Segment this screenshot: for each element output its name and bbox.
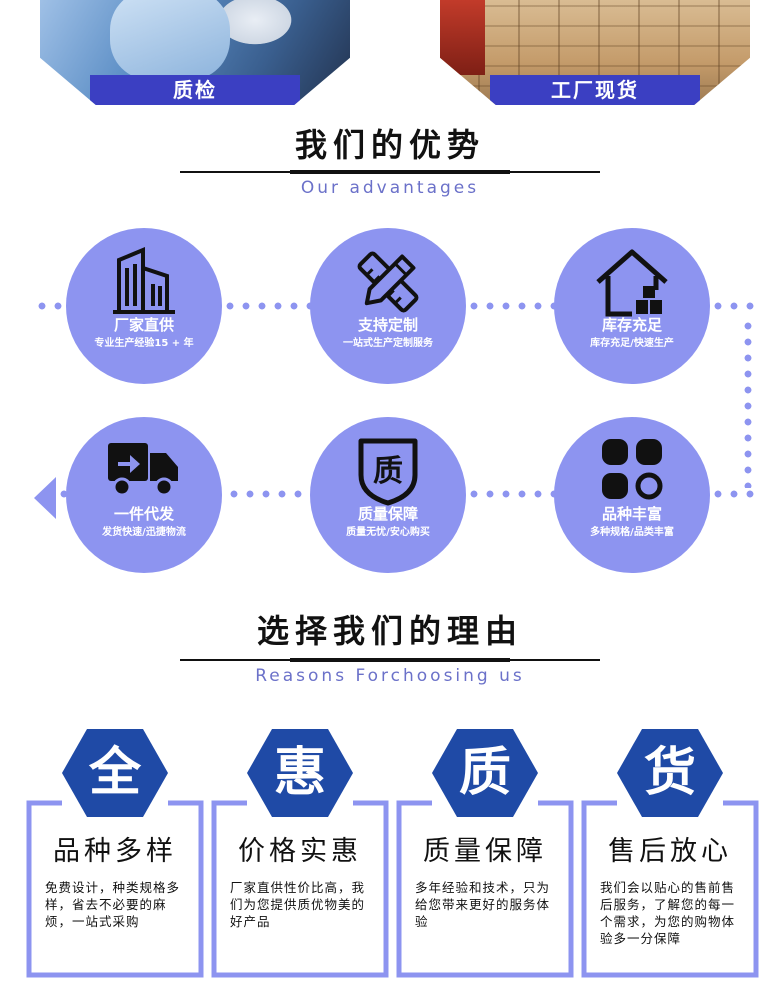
advantage-quality-guarantee: 质 质量保障 质量无忧/安心购买 [310, 417, 466, 573]
warehouse-icon [554, 246, 710, 318]
reasons-title: 选择我们的理由 [256, 612, 523, 650]
card-frame [581, 800, 759, 978]
path-dots [56, 490, 72, 498]
path-dots [710, 302, 756, 310]
advantage-factory-direct: 厂家直供 专业生产经验15 + 年 [66, 228, 222, 384]
advantage-sufficient-stock: 库存充足 库存充足/快速生产 [554, 228, 710, 384]
advantage-desc: 专业生产经验15 + 年 [94, 338, 194, 349]
path-dots [226, 490, 314, 498]
path-dots [744, 318, 752, 488]
card-badge-text: 货 [643, 743, 696, 803]
advantage-title: 支持定制 [357, 316, 418, 334]
card-desc: 免费设计，种类规格多样，省去不必要的麻烦，一站式采购 [45, 880, 181, 929]
advantages-subtitle: Our advantages [300, 178, 480, 198]
delivery-truck-icon [66, 435, 222, 507]
card-title: 质量保障 [423, 836, 547, 867]
path-dots [34, 302, 84, 310]
advantage-desc: 一站式生产定制服务 [343, 338, 433, 349]
heading-divider [180, 659, 600, 661]
path-dots [466, 302, 558, 310]
path-dots [466, 490, 558, 498]
building-icon [66, 246, 222, 318]
advantage-customization: 支持定制 一站式生产定制服务 [310, 228, 466, 384]
card-frame [396, 800, 574, 978]
path-arrow-left-icon [34, 477, 56, 519]
svg-text:质: 质 [373, 454, 403, 489]
advantage-title: 库存充足 [601, 316, 662, 334]
card-badge-text: 惠 [273, 743, 326, 803]
card-frame [211, 800, 389, 978]
factory-stock-caption: 工厂现货 [490, 75, 700, 105]
reason-card-variety: 全 品种多样 免费设计，种类规格多样，省去不必要的麻烦，一站式采购 [25, 727, 205, 979]
grid-variety-icon [554, 435, 710, 507]
quality-inspection-caption: 质检 [90, 75, 300, 105]
quality-shield-icon: 质 [310, 435, 466, 507]
advantage-desc: 多种规格/品类丰富 [590, 527, 674, 538]
card-desc: 我们会以贴心的售前售后服务，了解您的每一个需求，为您的购物体验多一分保障 [600, 880, 736, 946]
hexagon-badge [617, 729, 723, 817]
advantage-desc: 发货快速/迅捷物流 [102, 527, 186, 538]
advantage-title: 一件代发 [113, 505, 174, 523]
card-title: 品种多样 [53, 836, 177, 867]
card-title: 售后放心 [608, 836, 732, 867]
path-dots [710, 490, 756, 498]
reasons-subtitle: Reasons Forchoosing us [255, 666, 525, 686]
hexagon-badge [62, 729, 168, 817]
card-desc: 多年经验和技术，只为给您带来更好的服务体验 [415, 880, 551, 929]
heading-divider [180, 171, 600, 173]
factory-stock-photo: 工厂现货 [440, 0, 750, 105]
card-frame [26, 800, 204, 978]
advantage-title: 质量保障 [357, 505, 418, 523]
card-desc: 厂家直供性价比高，我们为您提供质优物美的好产品 [230, 880, 366, 929]
card-badge-text: 质 [458, 743, 511, 803]
advantage-title: 品种丰富 [601, 505, 662, 523]
advantage-dropshipping: 一件代发 发货快速/迅捷物流 [66, 417, 222, 573]
advantages-heading: 我们的优势 Our advantages [0, 120, 780, 198]
advantage-desc: 质量无忧/安心购买 [346, 527, 430, 538]
card-badge-text: 全 [88, 743, 141, 803]
advantages-title: 我们的优势 [294, 126, 485, 164]
hexagon-badge [247, 729, 353, 817]
advantage-title: 厂家直供 [113, 316, 174, 334]
reason-card-price: 惠 价格实惠 厂家直供性价比高，我们为您提供质优物美的好产品 [210, 727, 390, 979]
quality-inspection-photo: 质检 [40, 0, 350, 105]
hexagon-badge [432, 729, 538, 817]
reason-card-after-sales: 货 售后放心 我们会以贴心的售前售后服务，了解您的每一个需求，为您的购物体验多一… [580, 727, 760, 979]
reason-card-quality: 质 质量保障 多年经验和技术，只为给您带来更好的服务体验 [395, 727, 575, 979]
reasons-heading: 选择我们的理由 Reasons Forchoosing us [0, 606, 780, 686]
card-title: 价格实惠 [238, 836, 362, 867]
pencil-ruler-icon [310, 246, 466, 318]
advantage-desc: 库存充足/快速生产 [590, 338, 674, 349]
path-dots [222, 302, 314, 310]
advantage-rich-variety: 品种丰富 多种规格/品类丰富 [554, 417, 710, 573]
